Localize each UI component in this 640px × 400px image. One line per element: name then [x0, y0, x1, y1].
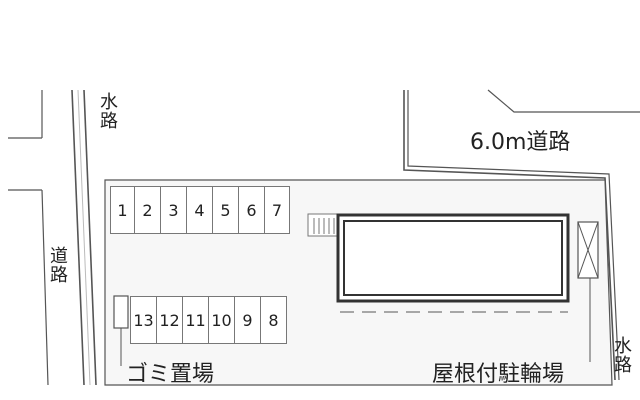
parking-number: 6 — [246, 200, 257, 220]
parking-space: 10 — [208, 296, 235, 344]
bicycle-parking-structure — [577, 221, 599, 279]
parking-row-bottom: 13 12 11 10 9 8 — [130, 296, 287, 344]
waterway-label-left: 水路 — [97, 92, 118, 130]
parking-space: 3 — [160, 186, 187, 234]
parking-space: 4 — [186, 186, 213, 234]
left-waterway — [71, 89, 97, 386]
parking-space: 12 — [156, 296, 183, 344]
garbage-area-box — [113, 295, 129, 329]
parking-space: 11 — [182, 296, 209, 344]
top-right-road-edges — [403, 89, 640, 381]
parking-row-top: 1 2 3 4 5 6 7 — [110, 186, 290, 234]
garbage-area-label: ゴミ置場 — [126, 362, 215, 387]
parking-number: 7 — [271, 200, 283, 220]
parking-number: 13 — [133, 310, 154, 330]
parking-number: 9 — [242, 310, 253, 330]
parking-space: 7 — [264, 186, 290, 234]
building — [336, 213, 570, 313]
parking-number: 1 — [117, 200, 128, 220]
parking-space: 13 — [130, 296, 157, 344]
left-road-edges — [8, 90, 49, 386]
parking-number: 11 — [185, 310, 206, 330]
parking-space: 9 — [234, 296, 261, 344]
parking-space: 6 — [238, 186, 265, 234]
parking-number: 2 — [142, 200, 153, 220]
parking-number: 4 — [194, 200, 205, 220]
parking-number: 3 — [168, 200, 179, 220]
parking-number: 12 — [159, 310, 180, 330]
bicycle-parking-label: 屋根付駐輪場 — [432, 362, 565, 387]
road-label-left: 道路 — [47, 246, 68, 284]
parking-space: 5 — [212, 186, 239, 234]
parking-number: 8 — [268, 310, 279, 330]
entrance-steps — [307, 213, 341, 237]
parking-number: 10 — [211, 310, 232, 330]
parking-space: 1 — [110, 186, 135, 234]
parking-number: 5 — [220, 200, 231, 220]
parking-space: 2 — [134, 186, 161, 234]
parking-space: 8 — [260, 296, 287, 344]
road-label-top-right: 6.0m道路 — [470, 130, 571, 155]
waterway-label-right: 水路 — [611, 336, 632, 374]
